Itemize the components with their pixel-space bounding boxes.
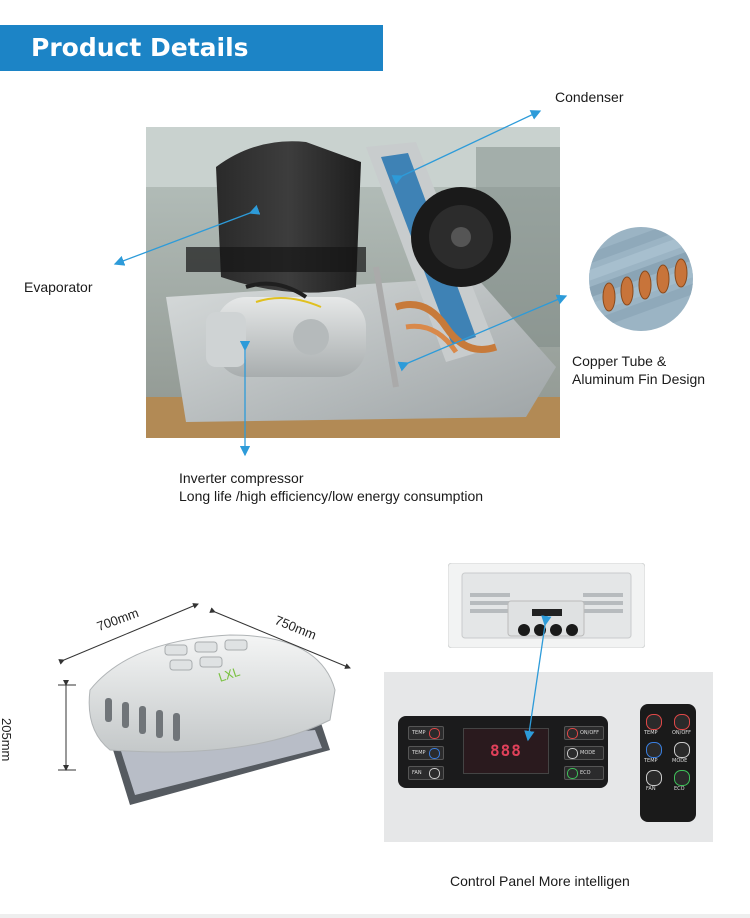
temp-up-label: TEMP bbox=[412, 730, 426, 736]
remote-temp-up-button[interactable] bbox=[646, 714, 662, 730]
eco-icon bbox=[567, 768, 578, 779]
ceiling-unit-image bbox=[447, 562, 646, 649]
compressor-label-line2: Long life /high efficiency/low energy co… bbox=[179, 488, 484, 504]
section-title: Product Details bbox=[31, 33, 249, 62]
arrow-down-icon bbox=[429, 748, 440, 759]
remote-mode-button[interactable] bbox=[674, 742, 690, 758]
remote-on-off-button[interactable] bbox=[674, 714, 690, 730]
bottom-divider bbox=[0, 914, 750, 918]
copper-tube-label-line1: Copper Tube & bbox=[572, 353, 667, 369]
remote-control: TEMP ON/OFF TEMP MODE FAN ECO bbox=[640, 704, 696, 822]
remote-eco-label: ECO bbox=[674, 786, 685, 792]
remote-mode-label: MODE bbox=[672, 758, 688, 764]
fan-icon bbox=[429, 768, 440, 779]
power-icon bbox=[567, 728, 578, 739]
remote-fan-label: FAN bbox=[646, 786, 656, 792]
temp-down-button[interactable]: TEMP bbox=[408, 746, 444, 760]
control-panel-body: TEMP TEMP FAN 888 ON/OFF MODE ECO bbox=[398, 716, 608, 788]
mode-icon bbox=[567, 748, 578, 759]
display-digits: 888 bbox=[490, 741, 522, 760]
temp-down-label: TEMP bbox=[412, 750, 426, 756]
remote-temp-up-label: TEMP bbox=[644, 730, 658, 736]
unit-brand-logo: LXL bbox=[217, 665, 242, 685]
remote-on-off-label: ON/OFF bbox=[672, 730, 692, 736]
evaporator-label: Evaporator bbox=[24, 279, 93, 295]
on-off-label: ON/OFF bbox=[580, 730, 600, 736]
condenser-label: Condenser bbox=[555, 89, 624, 105]
remote-fan-button[interactable] bbox=[646, 770, 662, 786]
eco-button[interactable]: ECO bbox=[564, 766, 604, 780]
remote-eco-button[interactable] bbox=[674, 770, 690, 786]
copper-tube-closeup-image bbox=[589, 227, 693, 331]
fan-label: FAN bbox=[412, 770, 422, 776]
remote-temp-down-label: TEMP bbox=[644, 758, 658, 764]
temperature-display: 888 bbox=[463, 728, 549, 774]
eco-label: ECO bbox=[580, 770, 591, 776]
remote-temp-down-button[interactable] bbox=[646, 742, 662, 758]
on-off-button[interactable]: ON/OFF bbox=[564, 726, 604, 740]
arrow-up-icon bbox=[429, 728, 440, 739]
control-panel-photo: TEMP TEMP FAN 888 ON/OFF MODE ECO bbox=[384, 672, 713, 842]
temp-up-button[interactable]: TEMP bbox=[408, 726, 444, 740]
compressor-label-line1: Inverter compressor bbox=[179, 470, 304, 486]
control-panel-caption: Control Panel More intelligen bbox=[450, 873, 630, 889]
copper-tube-label-line2: Aluminum Fin Design bbox=[572, 371, 706, 387]
air-conditioner-internal-photo bbox=[146, 127, 560, 438]
fan-button[interactable]: FAN bbox=[408, 766, 444, 780]
section-title-banner: Product Details bbox=[0, 25, 383, 71]
dimension-height-label: 205mm bbox=[0, 718, 14, 762]
rooftop-unit-image: LXL bbox=[70, 620, 360, 830]
mode-label: MODE bbox=[580, 750, 596, 756]
mode-button[interactable]: MODE bbox=[564, 746, 604, 760]
